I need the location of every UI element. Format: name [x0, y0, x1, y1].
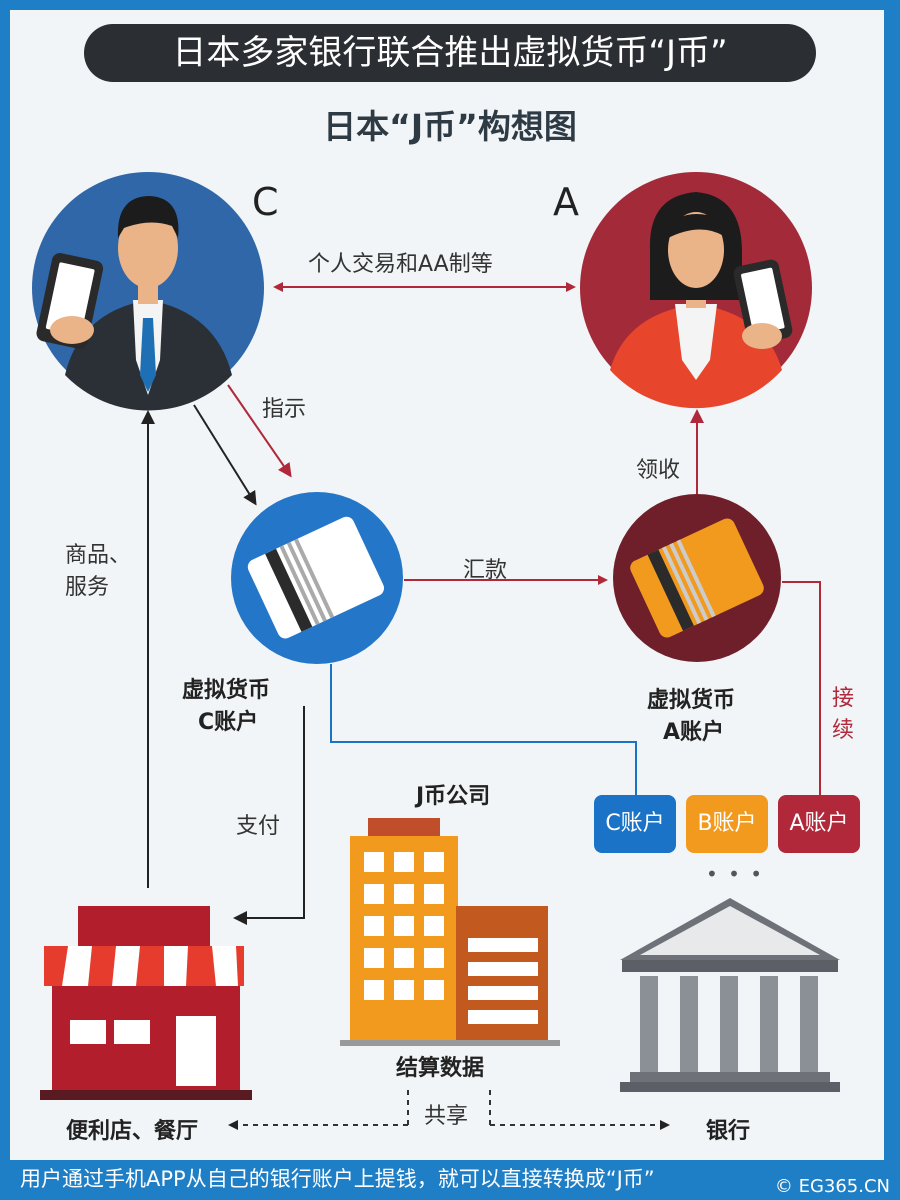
- bank-icon: [620, 898, 840, 1092]
- more-accounts-dots: • • •: [706, 862, 765, 886]
- line-c-account-link: [330, 664, 637, 796]
- c-account-label-2: C账户: [198, 710, 259, 735]
- a-account-label-1: 虚拟货币: [647, 688, 736, 713]
- label-share: 共享: [424, 1104, 469, 1129]
- copyright: © EG365.CN: [774, 1176, 890, 1197]
- arrow-instruct-black: [193, 404, 257, 506]
- footer-note: 用户通过手机APP从自己的银行账户上提钱，就可以直接转换成“J币”: [20, 1167, 655, 1191]
- a-account-label-2: A账户: [663, 720, 725, 745]
- arrow-pay: [233, 706, 305, 925]
- line-a-account-link: [782, 581, 821, 796]
- person-a-icon: [580, 172, 812, 409]
- bank-label: 银行: [706, 1119, 751, 1144]
- diagram-subtitle: 日本“J币”构想图: [323, 107, 577, 146]
- label-pay: 支付: [236, 814, 281, 839]
- label-instruct: 指示: [262, 397, 307, 422]
- person-a-letter: A: [553, 180, 579, 224]
- label-remit: 汇款: [463, 558, 508, 583]
- settlement-label: 结算数据: [396, 1056, 485, 1081]
- person-c-letter: C: [252, 180, 279, 224]
- page-title: 日本多家银行联合推出虚拟货币“J币”: [84, 24, 816, 82]
- label-continue-1: 接: [832, 686, 855, 711]
- account-badge-a: A账户: [778, 795, 860, 853]
- card-c-icon: [231, 492, 403, 664]
- card-a-icon: [613, 494, 781, 662]
- store-icon: [40, 906, 252, 1100]
- company-label: J币公司: [416, 784, 491, 809]
- person-c-icon: [32, 172, 264, 411]
- label-personal-trade: 个人交易和AA制等: [308, 252, 493, 277]
- company-building-icon: [340, 818, 560, 1046]
- label-goods-services-2: 服务: [65, 575, 110, 600]
- c-account-label-1: 虚拟货币: [182, 678, 271, 703]
- label-goods-services-1: 商品、: [65, 543, 132, 568]
- account-badge-b: B账户: [686, 795, 768, 853]
- store-label: 便利店、餐厅: [66, 1119, 199, 1144]
- label-receive: 领收: [636, 458, 681, 483]
- account-badge-c: C账户: [594, 795, 676, 853]
- label-continue-2: 续: [832, 718, 855, 743]
- arrow-instruct-red: [227, 384, 292, 478]
